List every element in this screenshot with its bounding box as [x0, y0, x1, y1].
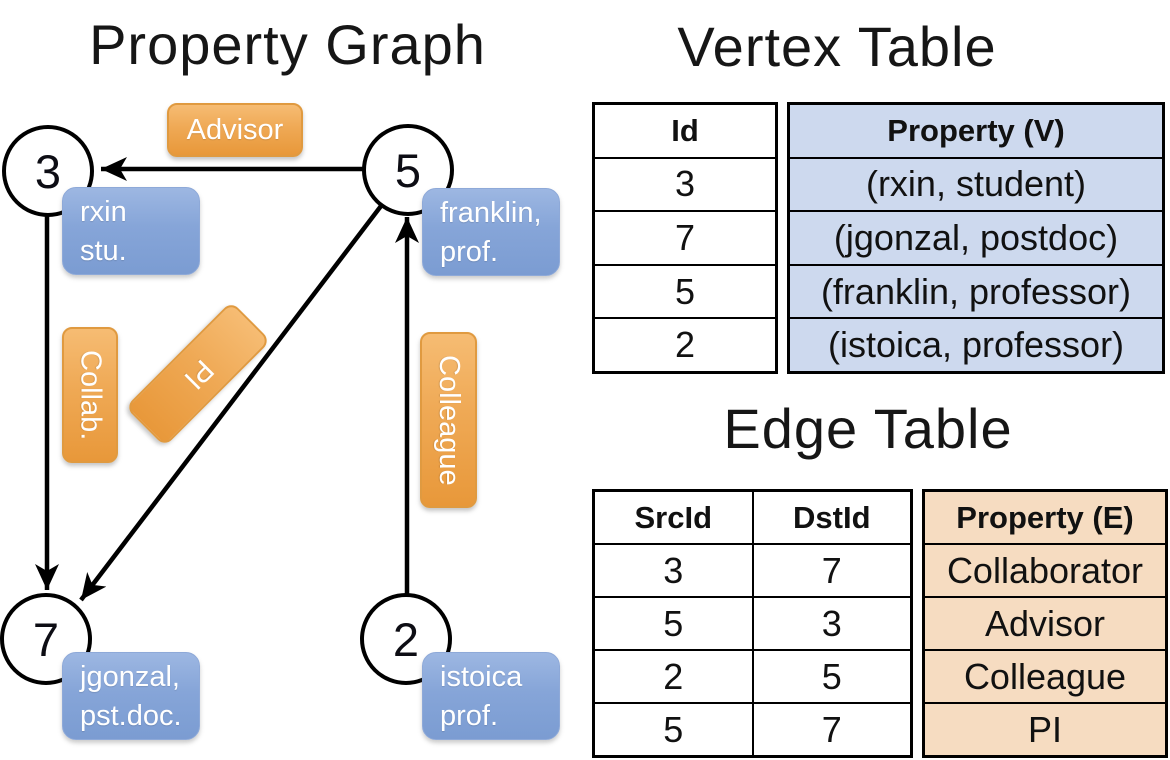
table-row: Advisor — [925, 596, 1165, 649]
edge-property-cell: Colleague — [963, 655, 1127, 697]
edge-table-property-header: Property (E) — [925, 492, 1165, 543]
edge-label-advisor: Advisor — [167, 103, 303, 157]
edge-label-collab: Collab. — [62, 327, 118, 463]
vertex-table-property-column: Property (V) (rxin, student) (jgonzal, p… — [787, 102, 1165, 374]
edge-5-to-7 — [79, 204, 383, 602]
table-row: 3 7 — [595, 543, 910, 596]
edge-label-text: Collab. — [74, 349, 107, 441]
column-header-label: Property (E) — [956, 499, 1134, 535]
vertex-circle-5: 5 — [362, 124, 454, 216]
edge-property-cell: PI — [1027, 708, 1062, 750]
table-row: 5 7 — [595, 702, 910, 755]
vertex-table-id-header: Id — [595, 105, 775, 157]
table-row: 5 3 — [595, 596, 910, 649]
edge-src-cell: 5 — [663, 708, 684, 750]
edge-src-cell: 3 — [663, 549, 684, 591]
table-row: (jgonzal, postdoc) — [790, 210, 1162, 264]
edge-property-cell: Advisor — [984, 602, 1106, 644]
edge-dst-cell: 7 — [821, 708, 842, 750]
table-row: 5 — [595, 263, 775, 318]
vertex-property-line: istoica — [440, 661, 523, 693]
vertex-property-line: franklin, — [440, 197, 542, 229]
edge-dst-cell: 3 — [821, 602, 842, 644]
edge-dst-cell: 7 — [821, 549, 842, 591]
column-header-label: Property (V) — [887, 112, 1065, 148]
vertex-property-box-7: jgonzal, pst.doc. — [62, 652, 200, 740]
edge-src-cell: 2 — [663, 655, 684, 697]
vertex-property-line: prof. — [440, 236, 499, 268]
vertex-id-cell: 2 — [674, 324, 696, 366]
vertex-table-id-column: Id 3 7 5 2 — [592, 102, 778, 374]
edge-src-cell: 5 — [663, 602, 684, 644]
table-row: 2 5 — [595, 649, 910, 702]
vertex-property-box-3: rxin stu. — [62, 187, 200, 275]
vertex-table-title: Vertex Table — [677, 15, 997, 78]
vertex-table-property-header: Property (V) — [790, 105, 1162, 157]
vertex-property-box-2: istoica prof. — [422, 652, 560, 740]
table-row: 3 — [595, 156, 775, 211]
edge-table-property-column: Property (E) Collaborator Advisor Collea… — [922, 489, 1168, 758]
table-row: (franklin, professor) — [790, 263, 1162, 318]
vertex-property-cell: (istoica, professor) — [827, 324, 1125, 366]
vertex-property-line: pst.doc. — [80, 700, 182, 732]
vertex-property-box-5: franklin, prof. — [422, 188, 560, 276]
column-header-label: Id — [671, 112, 699, 148]
table-row: 2 — [595, 317, 775, 371]
vertex-id-label: 2 — [392, 612, 420, 666]
vertex-id-label: 7 — [32, 612, 60, 666]
edge-table-id-header-row: SrcId DstId — [595, 492, 910, 543]
column-header-label: SrcId — [634, 499, 713, 535]
property-graph-title: Property Graph — [89, 13, 486, 76]
table-row: Colleague — [925, 649, 1165, 702]
vertex-id-cell: 5 — [674, 270, 696, 312]
table-row: 7 — [595, 210, 775, 264]
vertex-id-cell: 3 — [674, 163, 696, 205]
vertex-property-cell: (rxin, student) — [865, 163, 1087, 205]
edge-table-title: Edge Table — [723, 397, 1013, 460]
vertex-circle-2: 2 — [360, 593, 452, 685]
vertex-id-cell: 7 — [674, 216, 696, 258]
vertex-property-cell: (franklin, professor) — [820, 270, 1132, 312]
edge-label-text: Colleague — [433, 354, 465, 486]
edge-label-text: PI — [177, 353, 220, 396]
edge-label-text: Advisor — [186, 113, 284, 146]
vertex-property-cell: (jgonzal, postdoc) — [833, 216, 1119, 258]
edge-dst-cell: 5 — [821, 655, 842, 697]
vertex-property-line: jgonzal, — [80, 661, 180, 693]
vertex-property-line: rxin — [80, 196, 127, 228]
table-row: (rxin, student) — [790, 156, 1162, 211]
vertex-id-label: 3 — [34, 144, 62, 198]
table-row: PI — [925, 702, 1165, 755]
vertex-property-line: stu. — [80, 235, 127, 267]
edge-table-id-columns: SrcId DstId 3 7 5 3 2 5 5 7 — [592, 489, 913, 758]
vertex-id-label: 5 — [394, 143, 422, 197]
table-row: (istoica, professor) — [790, 317, 1162, 371]
table-row: Collaborator — [925, 543, 1165, 596]
edge-label-colleague: Colleague — [420, 332, 477, 508]
edge-property-cell: Collaborator — [946, 549, 1144, 591]
vertex-property-line: prof. — [440, 700, 499, 732]
column-header-label: DstId — [793, 499, 871, 535]
